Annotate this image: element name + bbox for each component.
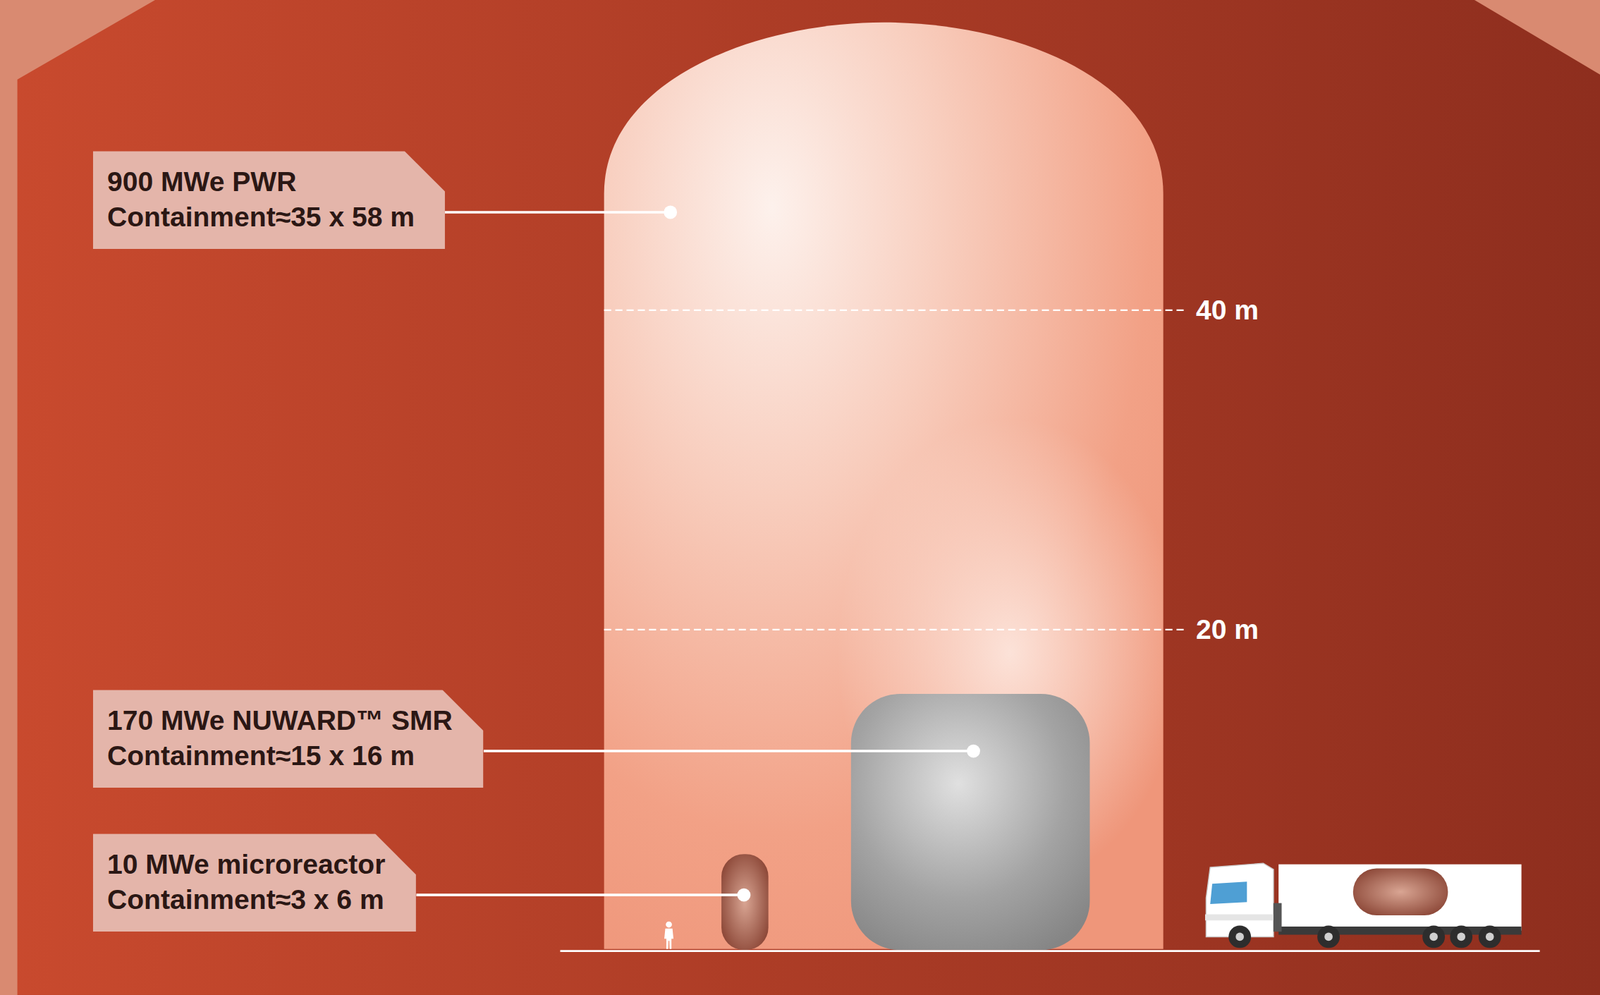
dimension-label: 40 m [1195, 294, 1259, 327]
person [664, 921, 674, 950]
ground-line [559, 949, 1540, 952]
leader-dot [663, 205, 677, 220]
callout-box: 900 MWe PWRContainment≈35 x 58 m [93, 150, 446, 249]
callout-box: 170 MWe NUWARD™ SMRContainment≈15 x 16 m [93, 689, 484, 788]
dimension-label: 20 m [1195, 613, 1259, 646]
dimension-line [604, 309, 1184, 311]
callout-box: 10 MWe microreactorContainment≈3 x 6 m [93, 833, 417, 932]
microreactor-containment [721, 853, 769, 950]
dimension-line [604, 628, 1184, 631]
leader-line [483, 749, 974, 753]
leader-line [444, 210, 671, 214]
leader-lines [416, 212, 974, 895]
callout-text: 10 MWe microreactor [107, 846, 386, 883]
leader-dot [737, 888, 751, 902]
callout-text: Containment≈15 x 16 m [107, 739, 453, 775]
leader-line [416, 893, 744, 897]
leader-dots [663, 205, 981, 902]
truck [1205, 863, 1522, 948]
callout-text: 900 MWe PWR [107, 164, 415, 201]
callout-text: 170 MWe NUWARD™ SMR [107, 703, 453, 740]
leader-dot [966, 744, 981, 759]
corner-band [1474, 0, 1600, 75]
smr-containment [851, 693, 1091, 950]
callout-text: Containment≈3 x 6 m [107, 882, 386, 919]
callout-text: Containment≈35 x 58 m [107, 200, 415, 237]
